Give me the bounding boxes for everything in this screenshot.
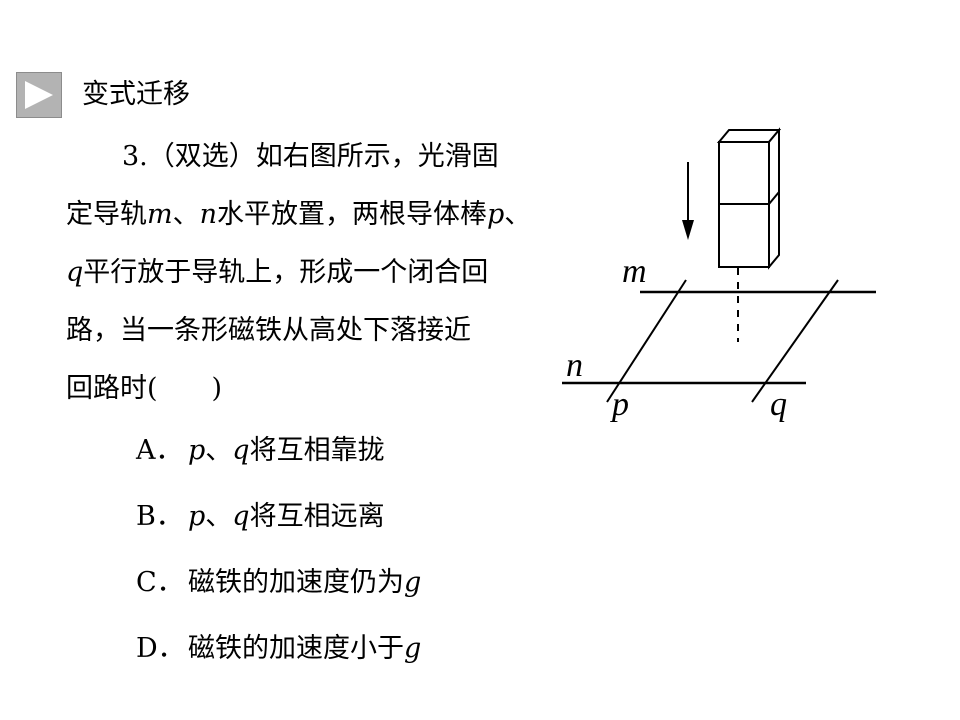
- option-c[interactable]: C．磁铁的加速度仍为g: [136, 567, 422, 598]
- answer-options: A．p、q将互相靠拢 B．p、q将互相远离 C．磁铁的加速度仍为g D．磁铁的加…: [136, 418, 421, 682]
- question-line-4: 路，当一条形磁铁从高处下落接近: [66, 315, 471, 346]
- question-line-1: 3.（双选）如右图所示，光滑固: [122, 141, 499, 172]
- rod-q: [751, 279, 839, 403]
- play-triangle-icon: [16, 72, 62, 118]
- question-line-2: 定导轨m、n水平放置，两根导体棒p、: [66, 199, 532, 230]
- falling-arrow-icon: [682, 162, 694, 240]
- question-line-3: q平行放于导轨上，形成一个闭合回: [66, 257, 489, 288]
- rod-q-symbol: q: [66, 257, 84, 288]
- rail-m-symbol: m: [147, 199, 173, 230]
- label-q: q: [770, 386, 787, 423]
- label-n: n: [566, 347, 583, 384]
- rail-n-symbol: n: [199, 199, 217, 230]
- option-a[interactable]: A．p、q将互相靠拢: [136, 435, 385, 466]
- magnet-rails-diagram: m n p q: [562, 127, 876, 423]
- label-m: m: [622, 253, 647, 290]
- option-d[interactable]: D．磁铁的加速度小于g: [136, 633, 422, 664]
- bar-magnet: [716, 127, 782, 270]
- label-p: p: [610, 386, 629, 423]
- question-text: 3.（双选）如右图所示，光滑固 定导轨m、n水平放置，两根导体棒p、 q平行放于…: [66, 128, 566, 418]
- section-title: 变式迁移: [82, 79, 190, 110]
- section-header: 变式迁移: [16, 72, 190, 118]
- rod-p: [606, 279, 687, 403]
- option-b[interactable]: B．p、q将互相远离: [136, 501, 385, 532]
- rod-p-symbol: p: [487, 199, 505, 230]
- question-line-5: 回路时( ): [66, 373, 223, 404]
